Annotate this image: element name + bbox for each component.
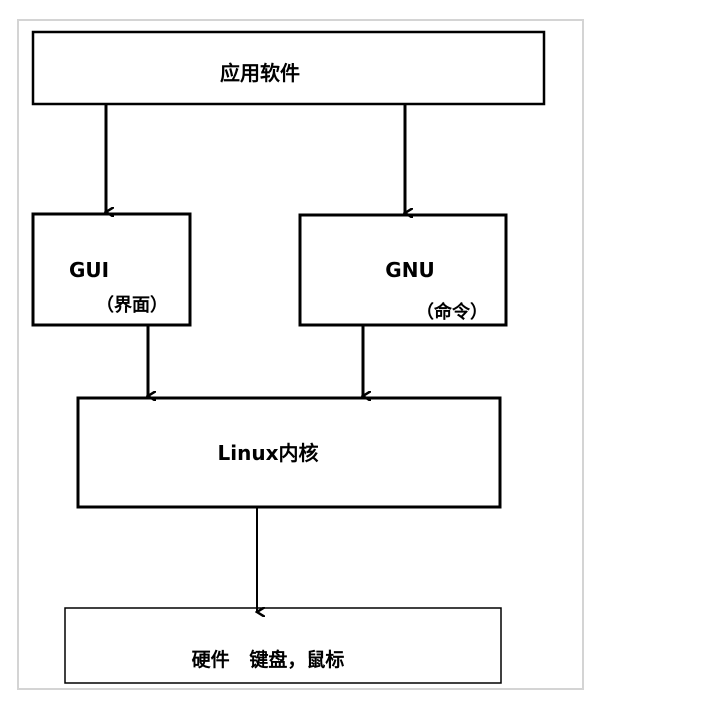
node-app-box bbox=[31, 30, 546, 106]
node-gnu-label: GNU bbox=[385, 258, 434, 282]
diagram-frame bbox=[17, 19, 584, 690]
node-hardware-label: 硬件 键盘，鼠标 bbox=[192, 648, 345, 671]
node-gnu-sublabel: （命令） bbox=[416, 301, 488, 323]
node-app-label: 应用软件 bbox=[220, 61, 300, 85]
node-hardware-box bbox=[64, 607, 502, 684]
node-kernel-box bbox=[76, 396, 502, 509]
node-gui-box bbox=[31, 212, 192, 327]
node-gui-label: GUI bbox=[69, 258, 109, 282]
node-gui-sublabel: （界面） bbox=[96, 295, 168, 316]
node-kernel-label: Linux内核 bbox=[218, 441, 319, 465]
